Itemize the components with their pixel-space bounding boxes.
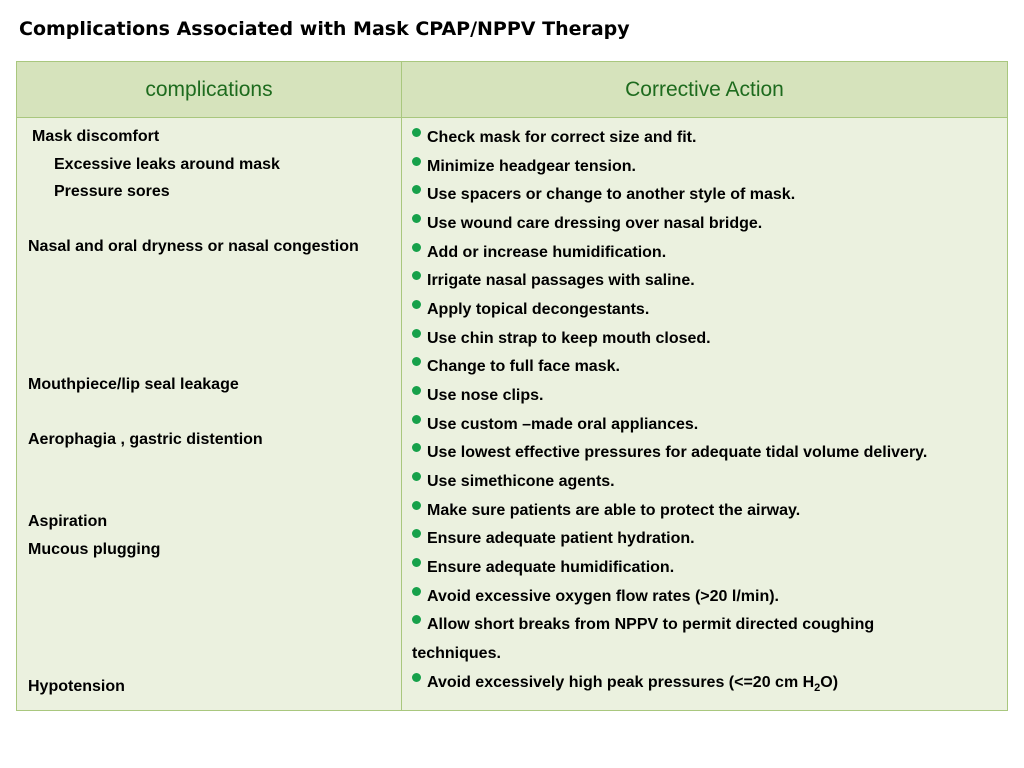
green-round-bullet-icon [412, 501, 421, 510]
complication-mask-discomfort: Mask discomfort [32, 128, 160, 145]
green-round-bullet-icon [412, 415, 421, 424]
action-item: Irrigate nasal passages with saline. [412, 271, 695, 291]
green-round-bullet-icon [412, 300, 421, 309]
green-round-bullet-icon [412, 386, 421, 395]
action-item: Avoid excessively high peak pressures (<… [412, 673, 838, 698]
green-round-bullet-icon [412, 529, 421, 538]
action-item: Use custom –made oral appliances. [412, 415, 698, 435]
complication-mucous-plugging: Mucous plugging [28, 541, 161, 558]
header-complications: complications [145, 78, 273, 101]
complication-mouthpiece-leakage: Mouthpiece/lip seal leakage [28, 376, 239, 393]
complication-aspiration: Aspiration [28, 513, 108, 530]
action-item: Use lowest effective pressures for adequ… [412, 443, 927, 463]
green-round-bullet-icon [412, 329, 421, 338]
green-round-bullet-icon [412, 615, 421, 624]
green-round-bullet-icon [412, 157, 421, 166]
action-item: Add or increase humidification. [412, 243, 666, 263]
action-item: Check mask for correct size and fit. [412, 128, 696, 148]
action-item: Ensure adequate patient hydration. [412, 529, 695, 549]
table-header-row: complications Corrective Action [17, 62, 1007, 118]
green-round-bullet-icon [412, 128, 421, 137]
green-round-bullet-icon [412, 243, 421, 252]
green-round-bullet-icon [412, 271, 421, 280]
complication-pressure-sores: Pressure sores [54, 183, 170, 200]
complication-excessive-leaks: Excessive leaks around mask [54, 156, 280, 173]
green-round-bullet-icon [412, 357, 421, 366]
action-item: Use spacers or change to another style o… [412, 185, 795, 205]
action-item: Change to full face mask. [412, 357, 620, 377]
action-item: Apply topical decongestants. [412, 300, 649, 320]
action-item: Use nose clips. [412, 386, 544, 406]
action-item-continuation: techniques. [412, 645, 501, 662]
complication-nasal-oral-dryness: Nasal and oral dryness or nasal congesti… [28, 238, 359, 255]
complication-hypotension: Hypotension [28, 678, 125, 695]
complications-table: complications Corrective Action Mask dis… [16, 61, 1008, 711]
action-item: Use chin strap to keep mouth closed. [412, 329, 711, 349]
action-item: Use wound care dressing over nasal bridg… [412, 214, 762, 234]
complication-aerophagia: Aerophagia , gastric distention [28, 431, 263, 448]
green-round-bullet-icon [412, 673, 421, 682]
action-item: Minimize headgear tension. [412, 157, 636, 177]
column-divider [401, 62, 402, 710]
action-item: Use simethicone agents. [412, 472, 615, 492]
green-round-bullet-icon [412, 558, 421, 567]
action-item: Ensure adequate humidification. [412, 558, 674, 578]
green-round-bullet-icon [412, 587, 421, 596]
green-round-bullet-icon [412, 472, 421, 481]
green-round-bullet-icon [412, 214, 421, 223]
action-item: Avoid excessive oxygen flow rates (>20 l… [412, 587, 779, 607]
green-round-bullet-icon [412, 185, 421, 194]
action-item: Allow short breaks from NPPV to permit d… [412, 615, 874, 635]
header-corrective-action: Corrective Action [625, 78, 784, 101]
green-round-bullet-icon [412, 443, 421, 452]
slide-title: Complications Associated with Mask CPAP/… [19, 18, 630, 40]
action-item: Make sure patients are able to protect t… [412, 501, 800, 521]
